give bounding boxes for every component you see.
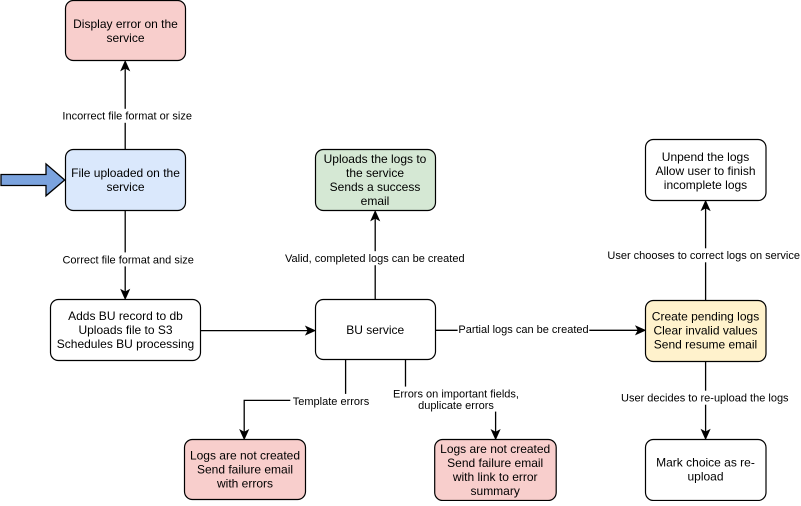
svg-text:Clear invalid values: Clear invalid values xyxy=(653,324,757,338)
svg-text:Display error on the: Display error on the xyxy=(73,17,178,31)
svg-text:Errors on important fields,: Errors on important fields, xyxy=(393,388,519,400)
svg-text:duplicate errors: duplicate errors xyxy=(418,400,494,412)
svg-text:Adds BU record to db: Adds BU record to db xyxy=(68,309,183,323)
svg-text:Send failure email: Send failure email xyxy=(447,456,543,470)
svg-text:Uploads file to S3: Uploads file to S3 xyxy=(78,323,172,337)
svg-text:Allow user to finish: Allow user to finish xyxy=(655,164,755,178)
svg-text:upload: upload xyxy=(687,470,723,484)
svg-text:incomplete logs: incomplete logs xyxy=(664,178,747,192)
svg-text:Send failure email: Send failure email xyxy=(197,463,293,477)
svg-text:Sends a success: Sends a success xyxy=(330,180,421,194)
svg-text:with errors: with errors xyxy=(216,477,273,491)
svg-text:email: email xyxy=(361,194,390,208)
svg-text:Send resume email: Send resume email xyxy=(654,338,757,352)
svg-text:with link to error: with link to error xyxy=(452,470,538,484)
svg-text:Schedules BU processing: Schedules BU processing xyxy=(57,337,194,351)
svg-text:Mark choice as re-: Mark choice as re- xyxy=(656,456,755,470)
svg-text:Incorrect file format or size: Incorrect file format or size xyxy=(62,111,192,123)
svg-text:Logs are not created: Logs are not created xyxy=(440,442,550,456)
svg-text:Template errors: Template errors xyxy=(293,396,370,408)
svg-text:File uploaded on the: File uploaded on the xyxy=(71,166,180,180)
svg-text:Create pending logs: Create pending logs xyxy=(652,310,759,324)
svg-text:User chooses to correct logs o: User chooses to correct logs on service xyxy=(607,250,800,262)
svg-text:service: service xyxy=(106,31,144,45)
svg-text:Partial logs can be created: Partial logs can be created xyxy=(458,324,588,336)
svg-text:summary: summary xyxy=(471,484,520,498)
svg-text:Logs are not created: Logs are not created xyxy=(190,449,300,463)
svg-text:Correct file format and size: Correct file format and size xyxy=(62,254,193,266)
svg-text:User decides to re-upload the: User decides to re-upload the logs xyxy=(621,393,789,405)
svg-text:BU service: BU service xyxy=(346,323,404,337)
svg-text:Uploads the logs to: Uploads the logs to xyxy=(324,152,427,166)
svg-text:Valid, completed logs can be c: Valid, completed logs can be created xyxy=(285,253,465,265)
svg-text:service: service xyxy=(106,180,144,194)
svg-text:the service: the service xyxy=(346,166,404,180)
svg-text:Unpend the logs: Unpend the logs xyxy=(662,150,749,164)
